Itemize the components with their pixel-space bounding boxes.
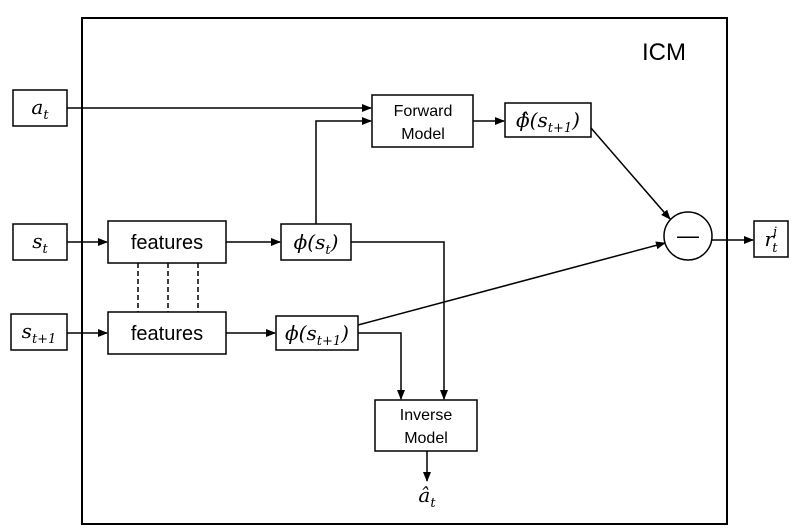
features-label-top: features (131, 232, 203, 254)
phi-hat-st1-box (504, 102, 592, 138)
arrow-phi-st1-to-inverse (358, 332, 405, 400)
phi-hat-st1-label: ϕ̂(st+1) (516, 108, 580, 136)
phi-st1-label: ϕ(st+1) (285, 321, 349, 349)
inverse-model-line1: Inverse (400, 407, 453, 424)
input-action-label: at (31, 95, 49, 123)
icm-container (81, 17, 728, 525)
arrow-phi-st1-to-subtract (357, 241, 666, 326)
phi-st-box (280, 223, 352, 261)
arrow-phi-hat-to-subtract (590, 127, 671, 220)
predicted-action-label: ât (418, 483, 436, 511)
inverse-model-line2: Model (404, 430, 448, 447)
arrow-phi-st-to-inverse (351, 241, 448, 400)
reward-box (753, 220, 789, 258)
input-action-box (12, 89, 68, 127)
arrow-phi-st-to-forward (315, 117, 372, 224)
features-box-top (107, 220, 227, 264)
input-state-label: st (32, 229, 48, 257)
forward-model-line2: Model (401, 126, 445, 143)
features-box-bottom (107, 311, 227, 355)
input-next-state-label: st+1 (22, 319, 57, 347)
phi-st1-box (275, 315, 359, 351)
subtract-symbol: — (677, 223, 699, 248)
features-label-bottom: features (131, 323, 203, 345)
input-next-state-box (10, 313, 68, 351)
subtract-node (663, 211, 713, 261)
forward-model-box (371, 94, 474, 148)
forward-model-line1: Forward (394, 103, 453, 120)
phi-st-label: ϕ(st) (294, 230, 339, 258)
inverse-model-box (374, 399, 478, 452)
icm-label: ICM (642, 39, 686, 66)
